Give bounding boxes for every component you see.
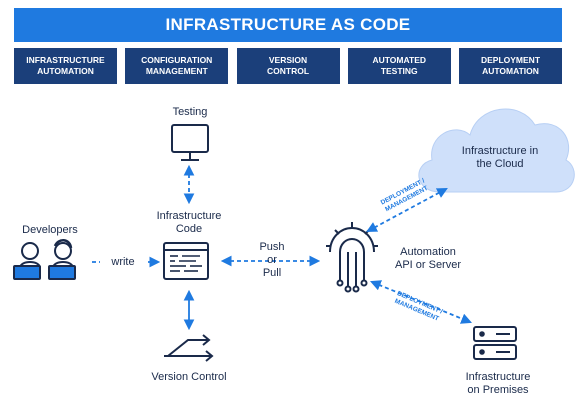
code-document-icon xyxy=(163,242,209,280)
page-title: INFRASTRUCTURE AS CODE xyxy=(14,8,562,42)
category-bar: INFRASTRUCTURE AUTOMATION CONFIGURATION … xyxy=(14,48,562,84)
infrastructure-code-label: Infrastructure Code xyxy=(156,210,222,235)
cloud-icon xyxy=(418,108,575,193)
automation-label: Automation API or Server xyxy=(394,246,462,271)
edge-automation-premises xyxy=(370,280,472,324)
gear-circuit-icon xyxy=(326,222,378,293)
developers-label: Developers xyxy=(22,224,78,236)
developers-icon xyxy=(13,239,76,280)
edge-automation-cloud xyxy=(366,187,448,233)
write-label: write xyxy=(100,256,146,269)
monitor-icon xyxy=(171,124,209,161)
server-icon xyxy=(473,326,517,360)
category-deployment-automation: DEPLOYMENT AUTOMATION xyxy=(459,48,562,84)
testing-label: Testing xyxy=(172,106,208,118)
premises-label: Infrastructure on Premises xyxy=(465,371,531,396)
push-pull-label: Push or Pull xyxy=(259,241,285,279)
cloud-label: Infrastructure in the Cloud xyxy=(461,145,539,170)
category-configuration-management: CONFIGURATION MANAGEMENT xyxy=(125,48,229,84)
category-infrastructure-automation: INFRASTRUCTURE AUTOMATION xyxy=(14,48,117,84)
version-control-label: Version Control xyxy=(151,371,227,383)
category-version-control: VERSION CONTROL xyxy=(236,48,340,84)
branch-icon xyxy=(164,334,214,362)
category-automated-testing: AUTOMATED TESTING xyxy=(347,48,451,84)
